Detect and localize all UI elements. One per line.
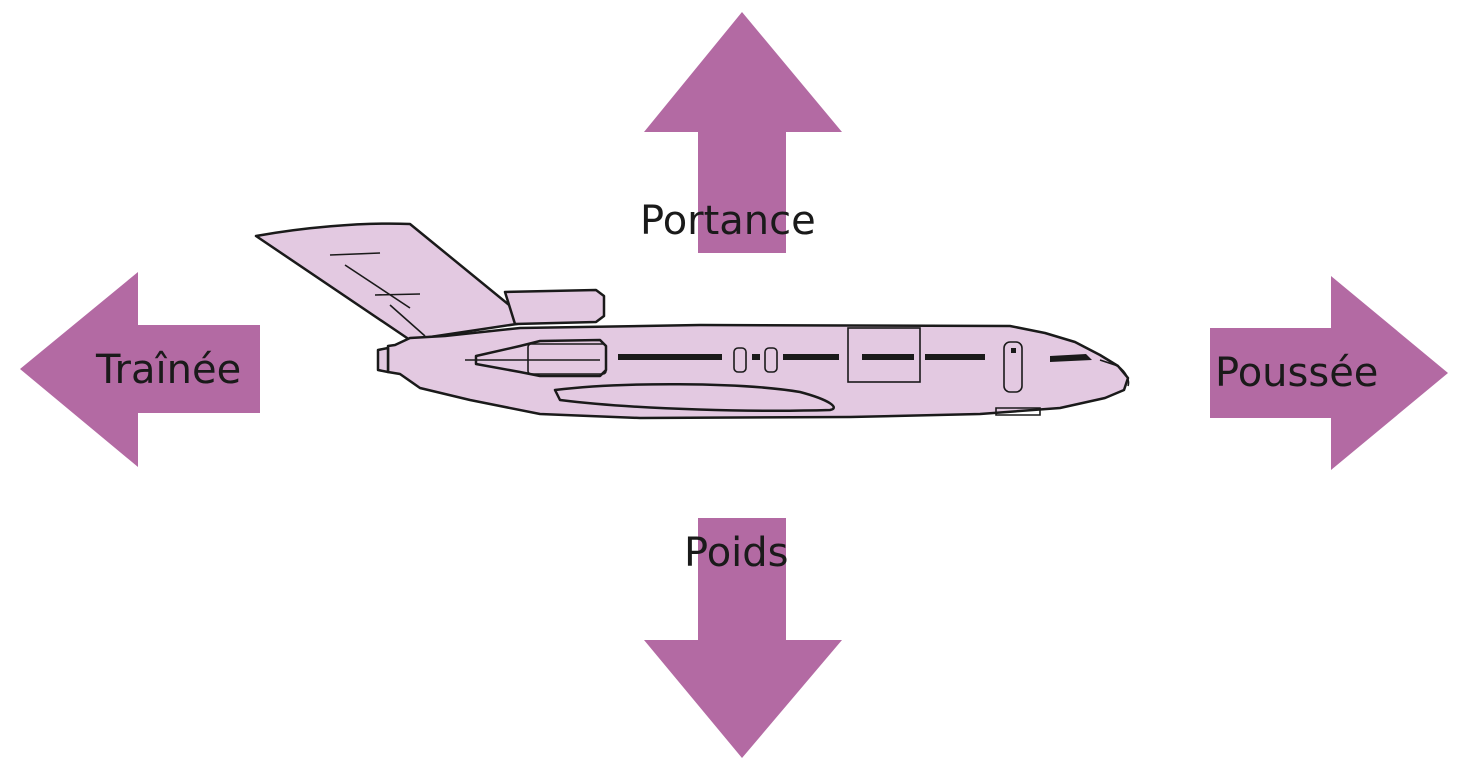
weight-label: Poids bbox=[684, 530, 789, 576]
thrust-arrow bbox=[1210, 276, 1448, 470]
airplane-details bbox=[329, 252, 1130, 416]
tail-fin bbox=[254, 222, 532, 342]
thrust-label: Poussée bbox=[1215, 350, 1379, 396]
airplane-side-view-icon bbox=[254, 222, 1130, 420]
rear-engine-exhaust bbox=[376, 346, 390, 374]
cockpit-windows bbox=[1050, 354, 1092, 362]
drag-label: Traînée bbox=[96, 347, 242, 393]
fuselage bbox=[386, 323, 1130, 420]
drag-arrow bbox=[20, 272, 260, 467]
lift-arrow bbox=[644, 12, 842, 253]
wing bbox=[553, 383, 835, 412]
horizontal-stabilizer bbox=[503, 288, 606, 326]
airplane-windows bbox=[618, 348, 1092, 362]
lift-label: Portance bbox=[640, 198, 816, 244]
weight-arrow bbox=[644, 518, 842, 758]
